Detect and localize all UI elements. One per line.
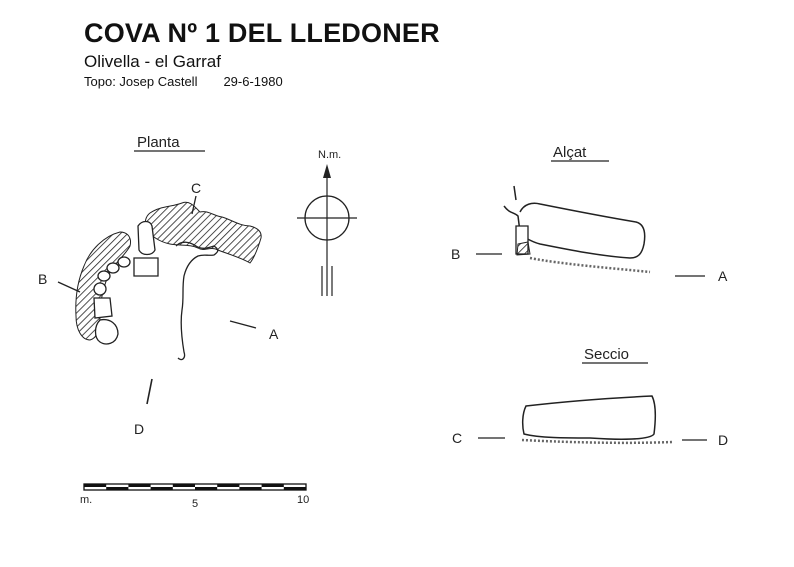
plan-view: Planta B C A D bbox=[38, 134, 279, 437]
scale-segment bbox=[217, 484, 240, 487]
author-text: Topo: Josep Castell bbox=[84, 74, 198, 89]
plan-marker-c bbox=[191, 195, 197, 215]
scale-segment bbox=[172, 484, 195, 487]
section-outline bbox=[521, 395, 657, 440]
elevation-title: Alçat bbox=[553, 144, 587, 161]
elevation-view: Alçat B A bbox=[451, 144, 728, 284]
elevation-boulder-base bbox=[516, 241, 531, 256]
plan-label-d: D bbox=[134, 421, 144, 437]
survey-credit: Topo: Josep Castell 29-6-1980 bbox=[84, 74, 283, 89]
section-title: Seccio bbox=[584, 346, 629, 363]
plan-title: Planta bbox=[137, 134, 180, 151]
plan-rock-mass-upper bbox=[144, 201, 262, 264]
section-floor bbox=[521, 438, 673, 445]
scale-unit: m. bbox=[80, 494, 92, 506]
scale-segment bbox=[150, 487, 173, 490]
plan-marker-d bbox=[146, 378, 153, 405]
section-label-c: C bbox=[452, 430, 462, 446]
elevation-floor bbox=[529, 256, 651, 274]
scale-end: 10 bbox=[297, 494, 309, 506]
scale-segment bbox=[239, 487, 262, 490]
survey-date: 29-6-1980 bbox=[223, 74, 283, 89]
section-label-d: D bbox=[718, 432, 728, 448]
plan-label-a: A bbox=[269, 326, 279, 342]
scale-mid: 5 bbox=[192, 498, 198, 510]
plan-marker-b bbox=[57, 281, 81, 293]
scale-segment bbox=[195, 487, 218, 490]
scale-segment bbox=[261, 484, 284, 487]
elevation-outline bbox=[503, 185, 646, 259]
page-title: COVA Nº 1 DEL LLEDONER bbox=[84, 18, 440, 48]
north-label: N.m. bbox=[318, 149, 341, 161]
section-view: Seccio C D bbox=[452, 346, 728, 448]
plan-gallery-wall bbox=[175, 241, 219, 361]
scale-segment bbox=[106, 487, 129, 490]
location-subtitle: Olivella - el Garraf bbox=[84, 52, 221, 71]
plan-label-b: B bbox=[38, 271, 47, 287]
plan-marker-a bbox=[229, 320, 257, 329]
plan-boulders bbox=[93, 220, 159, 345]
north-arrow-icon: N.m. bbox=[297, 149, 357, 296]
scale-segment bbox=[84, 484, 107, 487]
elevation-label-b: B bbox=[451, 246, 460, 262]
scale-bar: m. 5 10 bbox=[80, 483, 309, 510]
elevation-label-a: A bbox=[718, 268, 728, 284]
scale-segment bbox=[283, 487, 306, 490]
plan-label-c: C bbox=[191, 180, 201, 196]
scale-bar-segments bbox=[84, 484, 306, 490]
scale-segment bbox=[128, 484, 151, 487]
